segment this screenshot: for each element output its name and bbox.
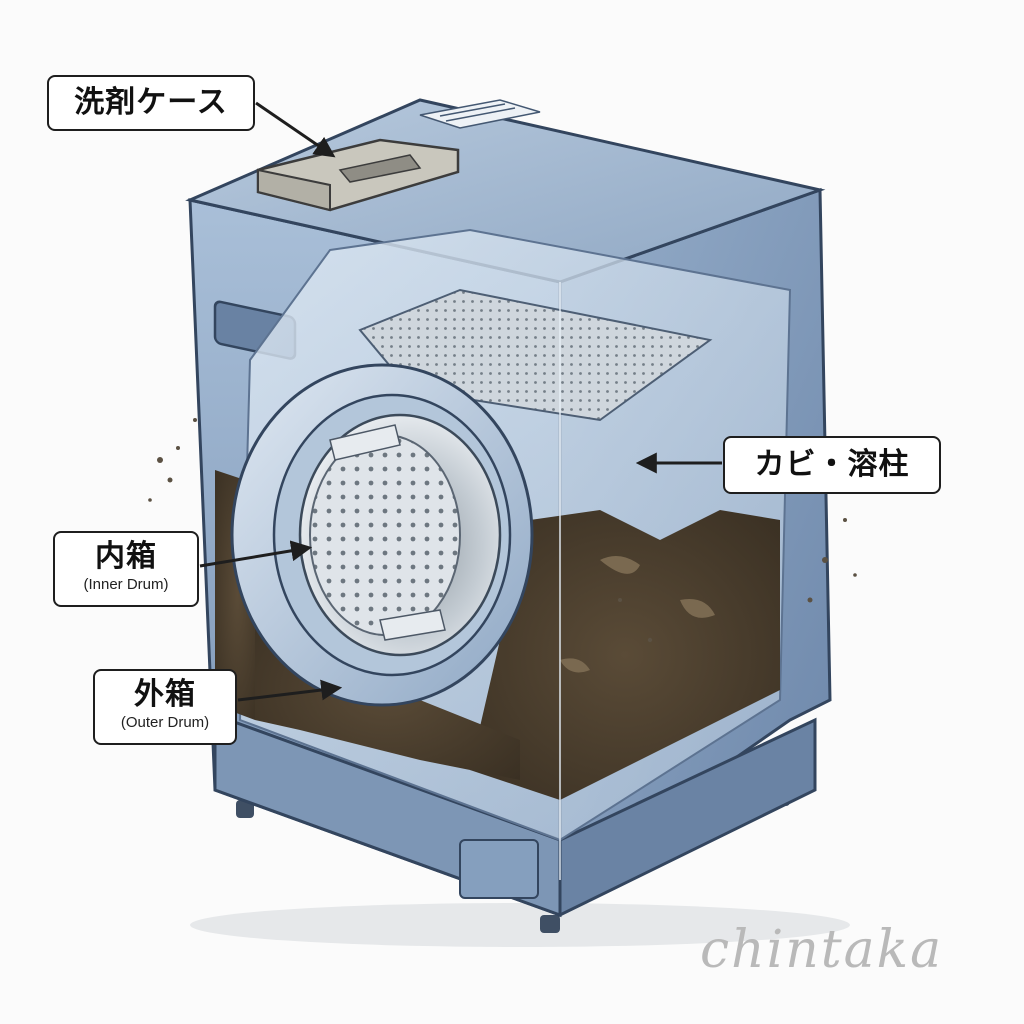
inner-drum-label-en: (Inner Drum) <box>83 576 169 593</box>
inner-drum-perforated-wall <box>309 434 461 636</box>
arrow-detergent-case <box>255 101 336 158</box>
mold-spores <box>148 418 857 643</box>
drum-lifter <box>329 424 401 461</box>
detergent-case-label: 洗剤ケース <box>47 75 255 131</box>
artist-signature: chintaka <box>700 920 944 980</box>
mold-deposit-label-text: カビ・溶柱 <box>754 447 910 482</box>
arrow-inner-drum <box>199 540 313 568</box>
floor-shadow <box>190 903 850 947</box>
foot <box>236 800 254 818</box>
outer-drum-label-en: (Outer Drum) <box>120 714 210 731</box>
inner-drum-label: 内箱 (Inner Drum) <box>53 531 199 607</box>
outer-drum-label-jp: 外箱 <box>134 677 196 712</box>
machine-base-side <box>558 717 817 918</box>
foot <box>540 915 560 933</box>
filter-cover <box>459 839 539 899</box>
arrow-outer-drum <box>237 679 343 702</box>
drum-lifter <box>379 609 446 641</box>
detergent-case-label-text: 洗剤ケース <box>74 85 228 120</box>
mold-deposit-label: カビ・溶柱 <box>723 436 941 494</box>
outer-drum-label: 外箱 (Outer Drum) <box>93 669 237 745</box>
inner-drum-label-jp: 内箱 <box>95 539 157 574</box>
detergent-case <box>256 138 460 212</box>
